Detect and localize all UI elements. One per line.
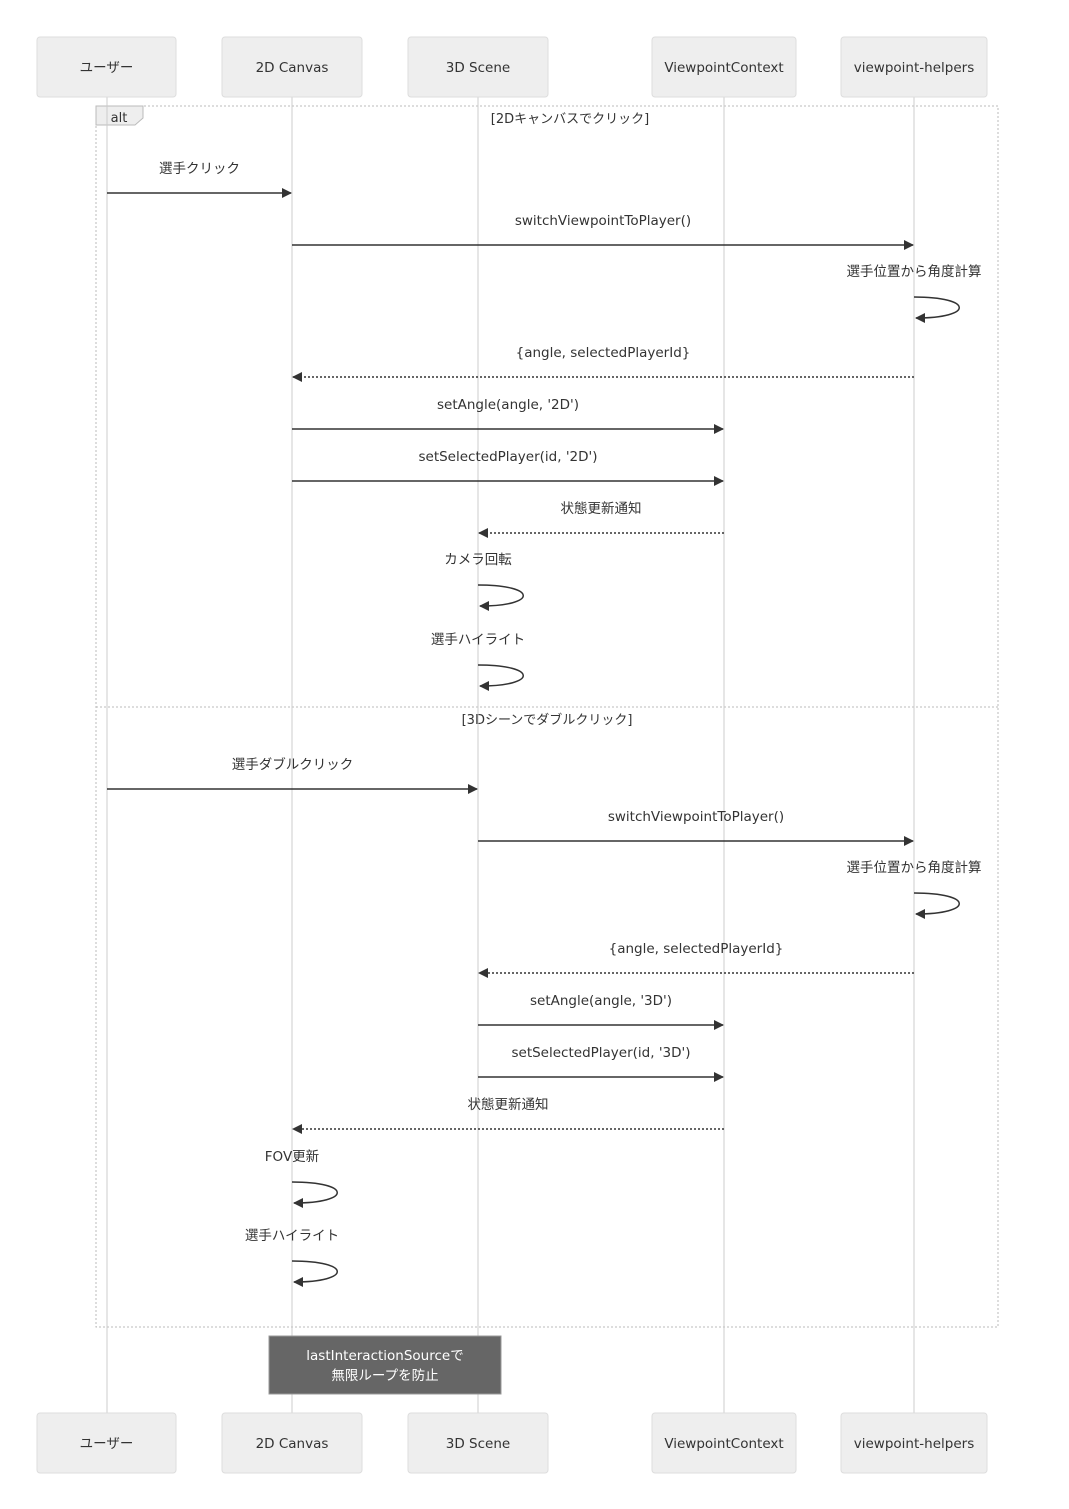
- alt-label: alt: [111, 111, 128, 126]
- alt-label-box: [95, 105, 144, 126]
- self-message-arrow: [291, 1181, 338, 1208]
- self-message-arrow: [477, 664, 524, 691]
- participant-box-vc: [651, 1412, 797, 1474]
- participant-box-canvas2d: [221, 1412, 363, 1474]
- message-label: switchViewpointToPlayer(): [515, 213, 691, 229]
- participant-label-scene3d: 3D Scene: [446, 60, 510, 76]
- message-label: 選手ダブルクリック: [232, 756, 354, 773]
- alt-condition: [2Dキャンバスでクリック]: [491, 112, 649, 127]
- participant-label-user: ユーザー: [80, 60, 134, 76]
- message-label: setAngle(angle, '2D'): [437, 397, 579, 413]
- participant-label-helpers: viewpoint-helpers: [854, 1436, 974, 1452]
- message-label: setSelectedPlayer(id, '2D'): [418, 449, 597, 465]
- participant-box-scene3d: [407, 36, 549, 98]
- message-label: 状態更新通知: [468, 1096, 549, 1113]
- self-message-label: 選手位置から角度計算: [847, 264, 982, 280]
- self-message-label: カメラ回転: [444, 552, 512, 568]
- self-message-arrow: [291, 1260, 338, 1287]
- self-message-label: 選手ハイライト: [245, 1228, 339, 1244]
- alt-condition: [3Dシーンでダブルクリック]: [462, 712, 633, 728]
- participant-label-canvas2d: 2D Canvas: [256, 60, 329, 76]
- participant-label-helpers: viewpoint-helpers: [854, 60, 974, 76]
- message-label: 状態更新通知: [561, 500, 642, 517]
- self-message-arrow: [913, 296, 960, 323]
- participant-box-scene3d: [407, 1412, 549, 1474]
- note-text: 無限ループを防止: [331, 1368, 438, 1384]
- self-message-label: FOV更新: [265, 1149, 319, 1165]
- message-label: setSelectedPlayer(id, '3D'): [511, 1045, 690, 1061]
- participant-box-user: [36, 36, 177, 98]
- alt-frame: [95, 105, 999, 1328]
- message-label: 選手クリック: [159, 161, 240, 177]
- note-box: [268, 1335, 502, 1395]
- message-label: switchViewpointToPlayer(): [608, 809, 784, 825]
- participant-box-helpers: [840, 1412, 988, 1474]
- message-label: setAngle(angle, '3D'): [530, 993, 672, 1009]
- self-message-arrow: [913, 892, 960, 919]
- note-text: lastInteractionSourceで: [306, 1348, 463, 1364]
- message-label: {angle, selectedPlayerId}: [516, 345, 691, 361]
- self-message-label: 選手位置から角度計算: [847, 860, 982, 876]
- participant-label-scene3d: 3D Scene: [446, 1436, 510, 1452]
- participant-label-vc: ViewpointContext: [664, 1436, 783, 1452]
- participant-label-user: ユーザー: [80, 1436, 134, 1452]
- participant-label-canvas2d: 2D Canvas: [256, 1436, 329, 1452]
- self-message-arrow: [477, 584, 524, 611]
- self-message-label: 選手ハイライト: [431, 632, 525, 648]
- participant-label-vc: ViewpointContext: [664, 60, 783, 76]
- participant-box-helpers: [840, 36, 988, 98]
- participant-box-user: [36, 1412, 177, 1474]
- message-label: {angle, selectedPlayerId}: [609, 941, 784, 957]
- participant-box-canvas2d: [221, 36, 363, 98]
- participant-box-vc: [651, 36, 797, 98]
